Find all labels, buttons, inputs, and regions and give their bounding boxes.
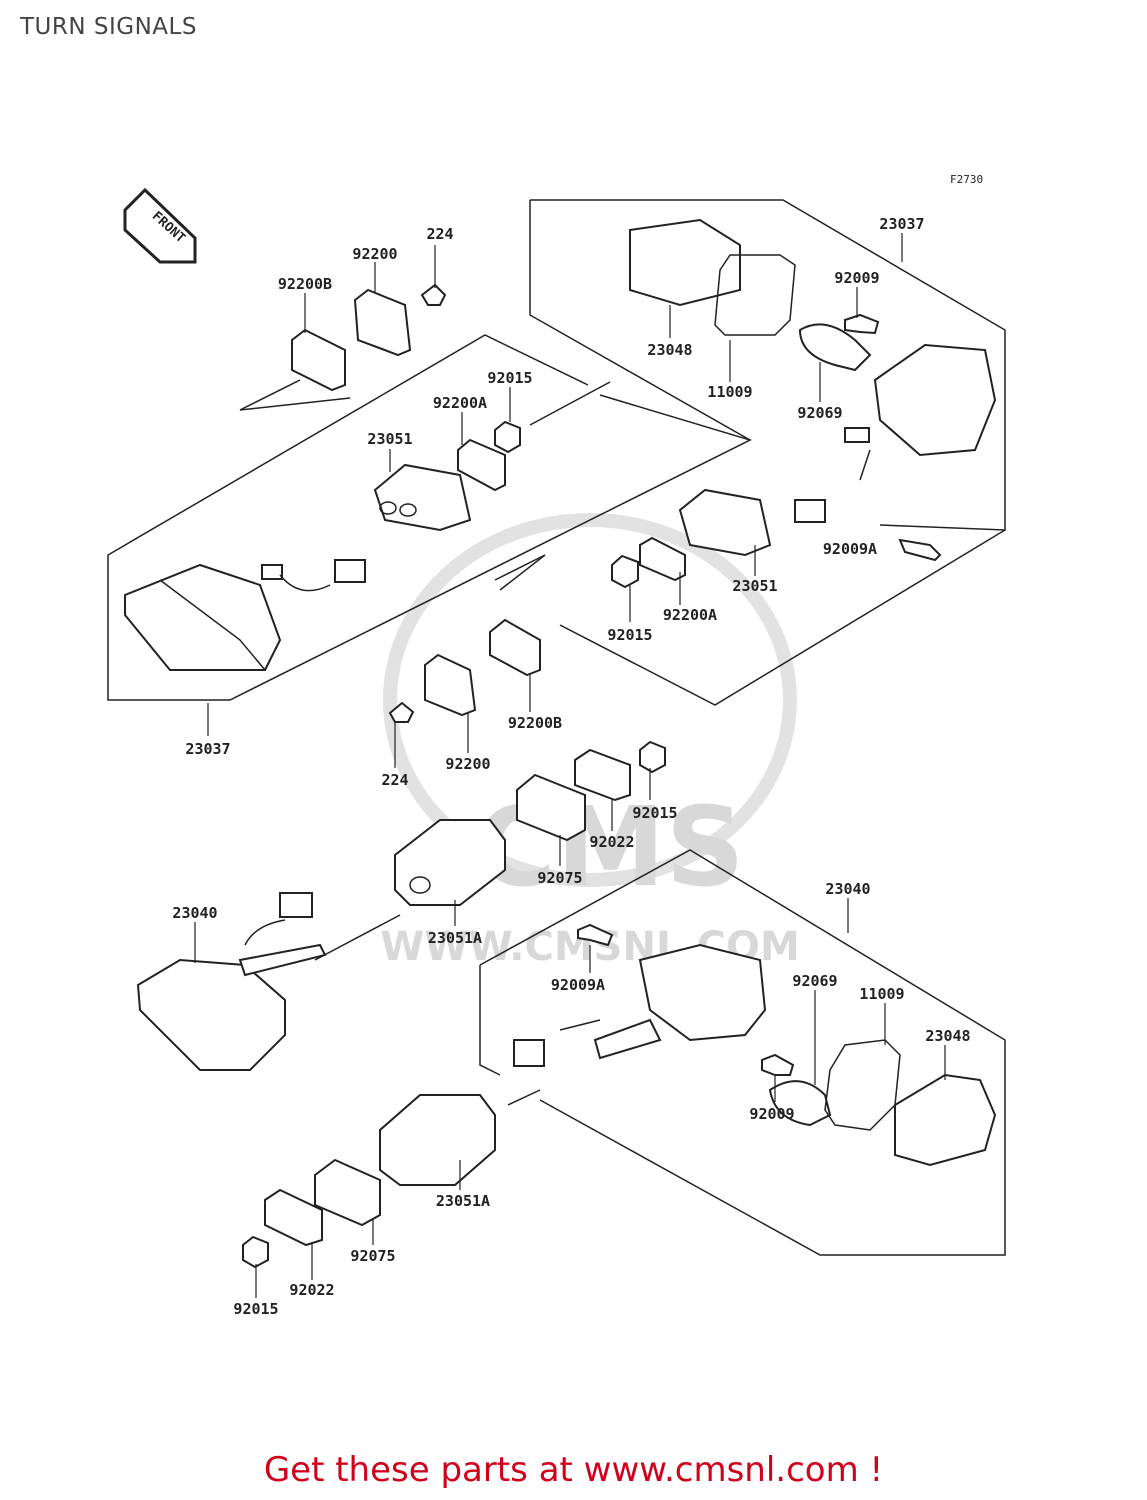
- part-label: 23051: [732, 577, 777, 595]
- part-label: 92200A: [663, 606, 717, 624]
- promo-link[interactable]: Get these parts at www.cmsnl.com !: [263, 1450, 884, 1490]
- part-label: 92015: [487, 369, 532, 387]
- part-label: 23051A: [428, 929, 482, 947]
- part-shapes: [124, 218, 997, 1269]
- part-label: 92015: [607, 626, 652, 644]
- leader-lines: [194, 233, 946, 1298]
- part-label: 92009A: [823, 540, 877, 558]
- figure-code: F2730: [950, 173, 983, 186]
- part-label: 92009: [834, 269, 879, 287]
- part-label: 23040: [825, 880, 870, 898]
- front-arrow-icon: FRONT: [123, 187, 197, 264]
- part-label: 92015: [233, 1300, 278, 1318]
- part-labels: 23037 224 92200 92200B 92015 92200A 2305…: [172, 215, 970, 1318]
- part-label: 23037: [879, 215, 924, 233]
- part-label: 92200: [352, 245, 397, 263]
- part-label: 224: [381, 771, 408, 789]
- part-label: 92075: [350, 1247, 395, 1265]
- part-label: 23048: [925, 1027, 970, 1045]
- page-title: TURN SIGNALS: [20, 14, 197, 40]
- part-label: 92200A: [433, 394, 487, 412]
- turn-signal-left-front: [124, 563, 282, 671]
- part-label: 23051A: [436, 1192, 490, 1210]
- part-label: 92009A: [551, 976, 605, 994]
- part-label: 224: [426, 225, 453, 243]
- part-label: 92200: [445, 755, 490, 773]
- part-label: 92015: [632, 804, 677, 822]
- part-label: 92009: [749, 1105, 794, 1123]
- part-label: 23048: [647, 341, 692, 359]
- part-label: 23051: [367, 430, 412, 448]
- part-label: 92069: [792, 972, 837, 990]
- part-label: 92200B: [508, 714, 562, 732]
- part-label: 23040: [172, 904, 217, 922]
- part-label: 92069: [797, 404, 842, 422]
- part-label: 11009: [707, 383, 752, 401]
- part-label: 92200B: [278, 275, 332, 293]
- part-label: 23037: [185, 740, 230, 758]
- part-label: 92022: [589, 833, 634, 851]
- frame-lines: [107, 199, 1006, 1256]
- part-label: 92022: [289, 1281, 334, 1299]
- part-label: 11009: [859, 985, 904, 1003]
- part-label: 92075: [537, 869, 582, 887]
